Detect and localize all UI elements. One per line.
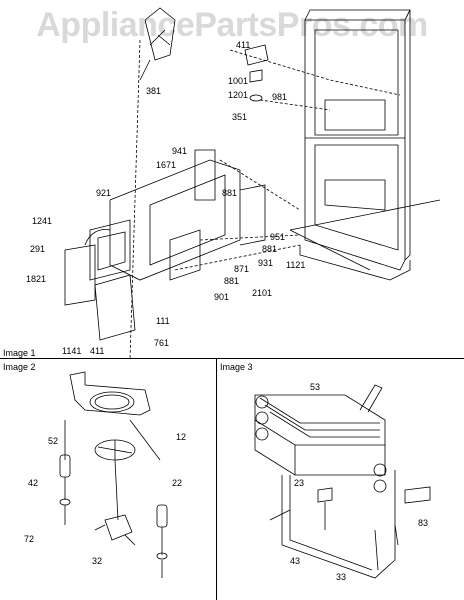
callout-12: 12 <box>176 432 187 442</box>
callout-931: 931 <box>258 258 274 268</box>
callout-871: 871 <box>234 264 250 274</box>
panel-divider-horizontal <box>0 358 464 359</box>
panel-label-image-3: Image 3 <box>220 362 253 372</box>
evaporator-coil <box>254 384 431 579</box>
panel-label-image-1: Image 1 <box>3 348 36 358</box>
callout-83: 83 <box>418 518 429 528</box>
callout-881-a: 881 <box>222 188 238 198</box>
callout-981: 981 <box>272 92 288 102</box>
callout-1241: 1241 <box>32 216 53 226</box>
callout-42: 42 <box>28 478 39 488</box>
panel-divider-vertical <box>216 358 217 600</box>
callout-1121: 1121 <box>286 260 306 270</box>
callout-411-bottom: 411 <box>90 346 105 356</box>
callout-941: 941 <box>172 146 188 156</box>
damper-assembly <box>139 7 269 102</box>
callout-351: 351 <box>232 112 248 122</box>
callout-761: 761 <box>154 338 170 348</box>
callout-33: 33 <box>336 572 347 582</box>
callout-72: 72 <box>24 534 35 544</box>
fan-motor-assembly <box>59 371 168 578</box>
callout-951: 951 <box>270 232 286 242</box>
callout-111: 111 <box>156 316 170 326</box>
callout-881-b: 881 <box>262 244 278 254</box>
callout-53: 53 <box>310 382 321 392</box>
callout-22: 22 <box>172 478 183 488</box>
callout-32: 32 <box>92 556 103 566</box>
callout-921: 921 <box>96 188 112 198</box>
callout-411-top: 411 <box>236 40 251 50</box>
callout-23: 23 <box>294 478 305 488</box>
callout-1671: 1671 <box>156 160 177 170</box>
panel-label-image-2: Image 2 <box>3 362 36 372</box>
callout-52: 52 <box>48 436 59 446</box>
callout-881-c: 881 <box>224 276 240 286</box>
watermark: AppliancePartsPros.com <box>36 6 428 44</box>
refrigerator-cabinet <box>289 9 441 281</box>
callout-1201: 1201 <box>228 90 249 100</box>
callout-1141: 1141 <box>62 346 82 356</box>
callout-1821: 1821 <box>26 274 47 284</box>
callout-2101: 2101 <box>252 288 273 298</box>
air-duct-assembly <box>64 149 266 341</box>
callout-291: 291 <box>30 244 46 254</box>
callout-381: 381 <box>146 86 162 96</box>
callout-1001: 1001 <box>228 76 249 86</box>
callout-901: 901 <box>214 292 230 302</box>
callout-43: 43 <box>290 556 301 566</box>
